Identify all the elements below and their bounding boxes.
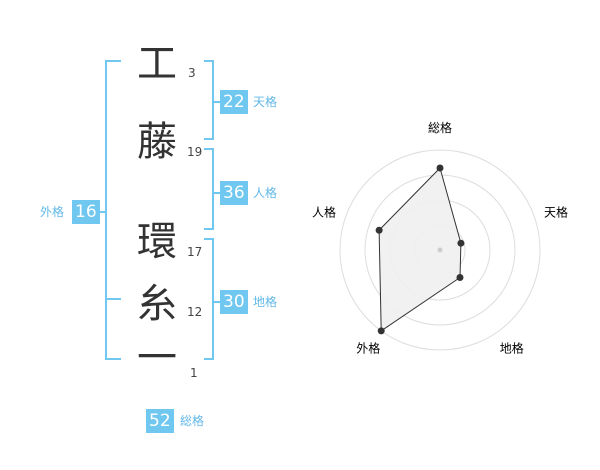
soukaku-score-badge: 52 [146,409,174,433]
radar-axis-label-2: 天格 [544,204,568,219]
name-char-2: 藤 [137,119,177,165]
stroke-count-5: 1 [190,366,198,380]
stroke-count-3: 17 [187,245,203,259]
radar-point-1 [436,164,444,172]
radar-axis-label-1: 総格 [428,120,452,135]
tenkaku-label: 天格 [253,95,278,109]
soukaku-label: 総格 [180,414,205,428]
chikaku-score-badge: 30 [220,290,248,314]
name-char-5: 一 [137,335,177,381]
radar-point-2 [457,239,465,247]
gaikaku-score-badge: 16 [72,200,100,224]
radar-area [378,167,462,332]
radar-axis-label-3: 地格 [500,341,524,356]
radar-point-4 [377,327,385,335]
radar-axis-label-5: 人格 [312,204,336,219]
name-char-3: 環 [137,219,177,265]
radar-center-dot [437,247,443,253]
chikaku-label: 地格 [253,295,278,309]
stroke-count-4: 12 [187,305,203,319]
stroke-count-2: 19 [187,145,203,159]
name-char-1: 工 [137,41,177,87]
radar-point-3 [456,274,464,282]
name-char-4: 糸 [137,281,177,327]
radar-points [375,164,465,335]
radar-axis-label-4: 外格 [356,341,380,356]
radar-point-5 [375,226,383,234]
jinkaku-score-badge: 36 [220,181,248,205]
stroke-count-1: 3 [188,66,196,80]
radar-ring-4 [339,149,541,351]
tenkaku-score-badge: 22 [220,90,248,114]
gaikaku-label: 外格 [40,205,65,219]
jinkaku-label: 人格 [253,186,278,200]
